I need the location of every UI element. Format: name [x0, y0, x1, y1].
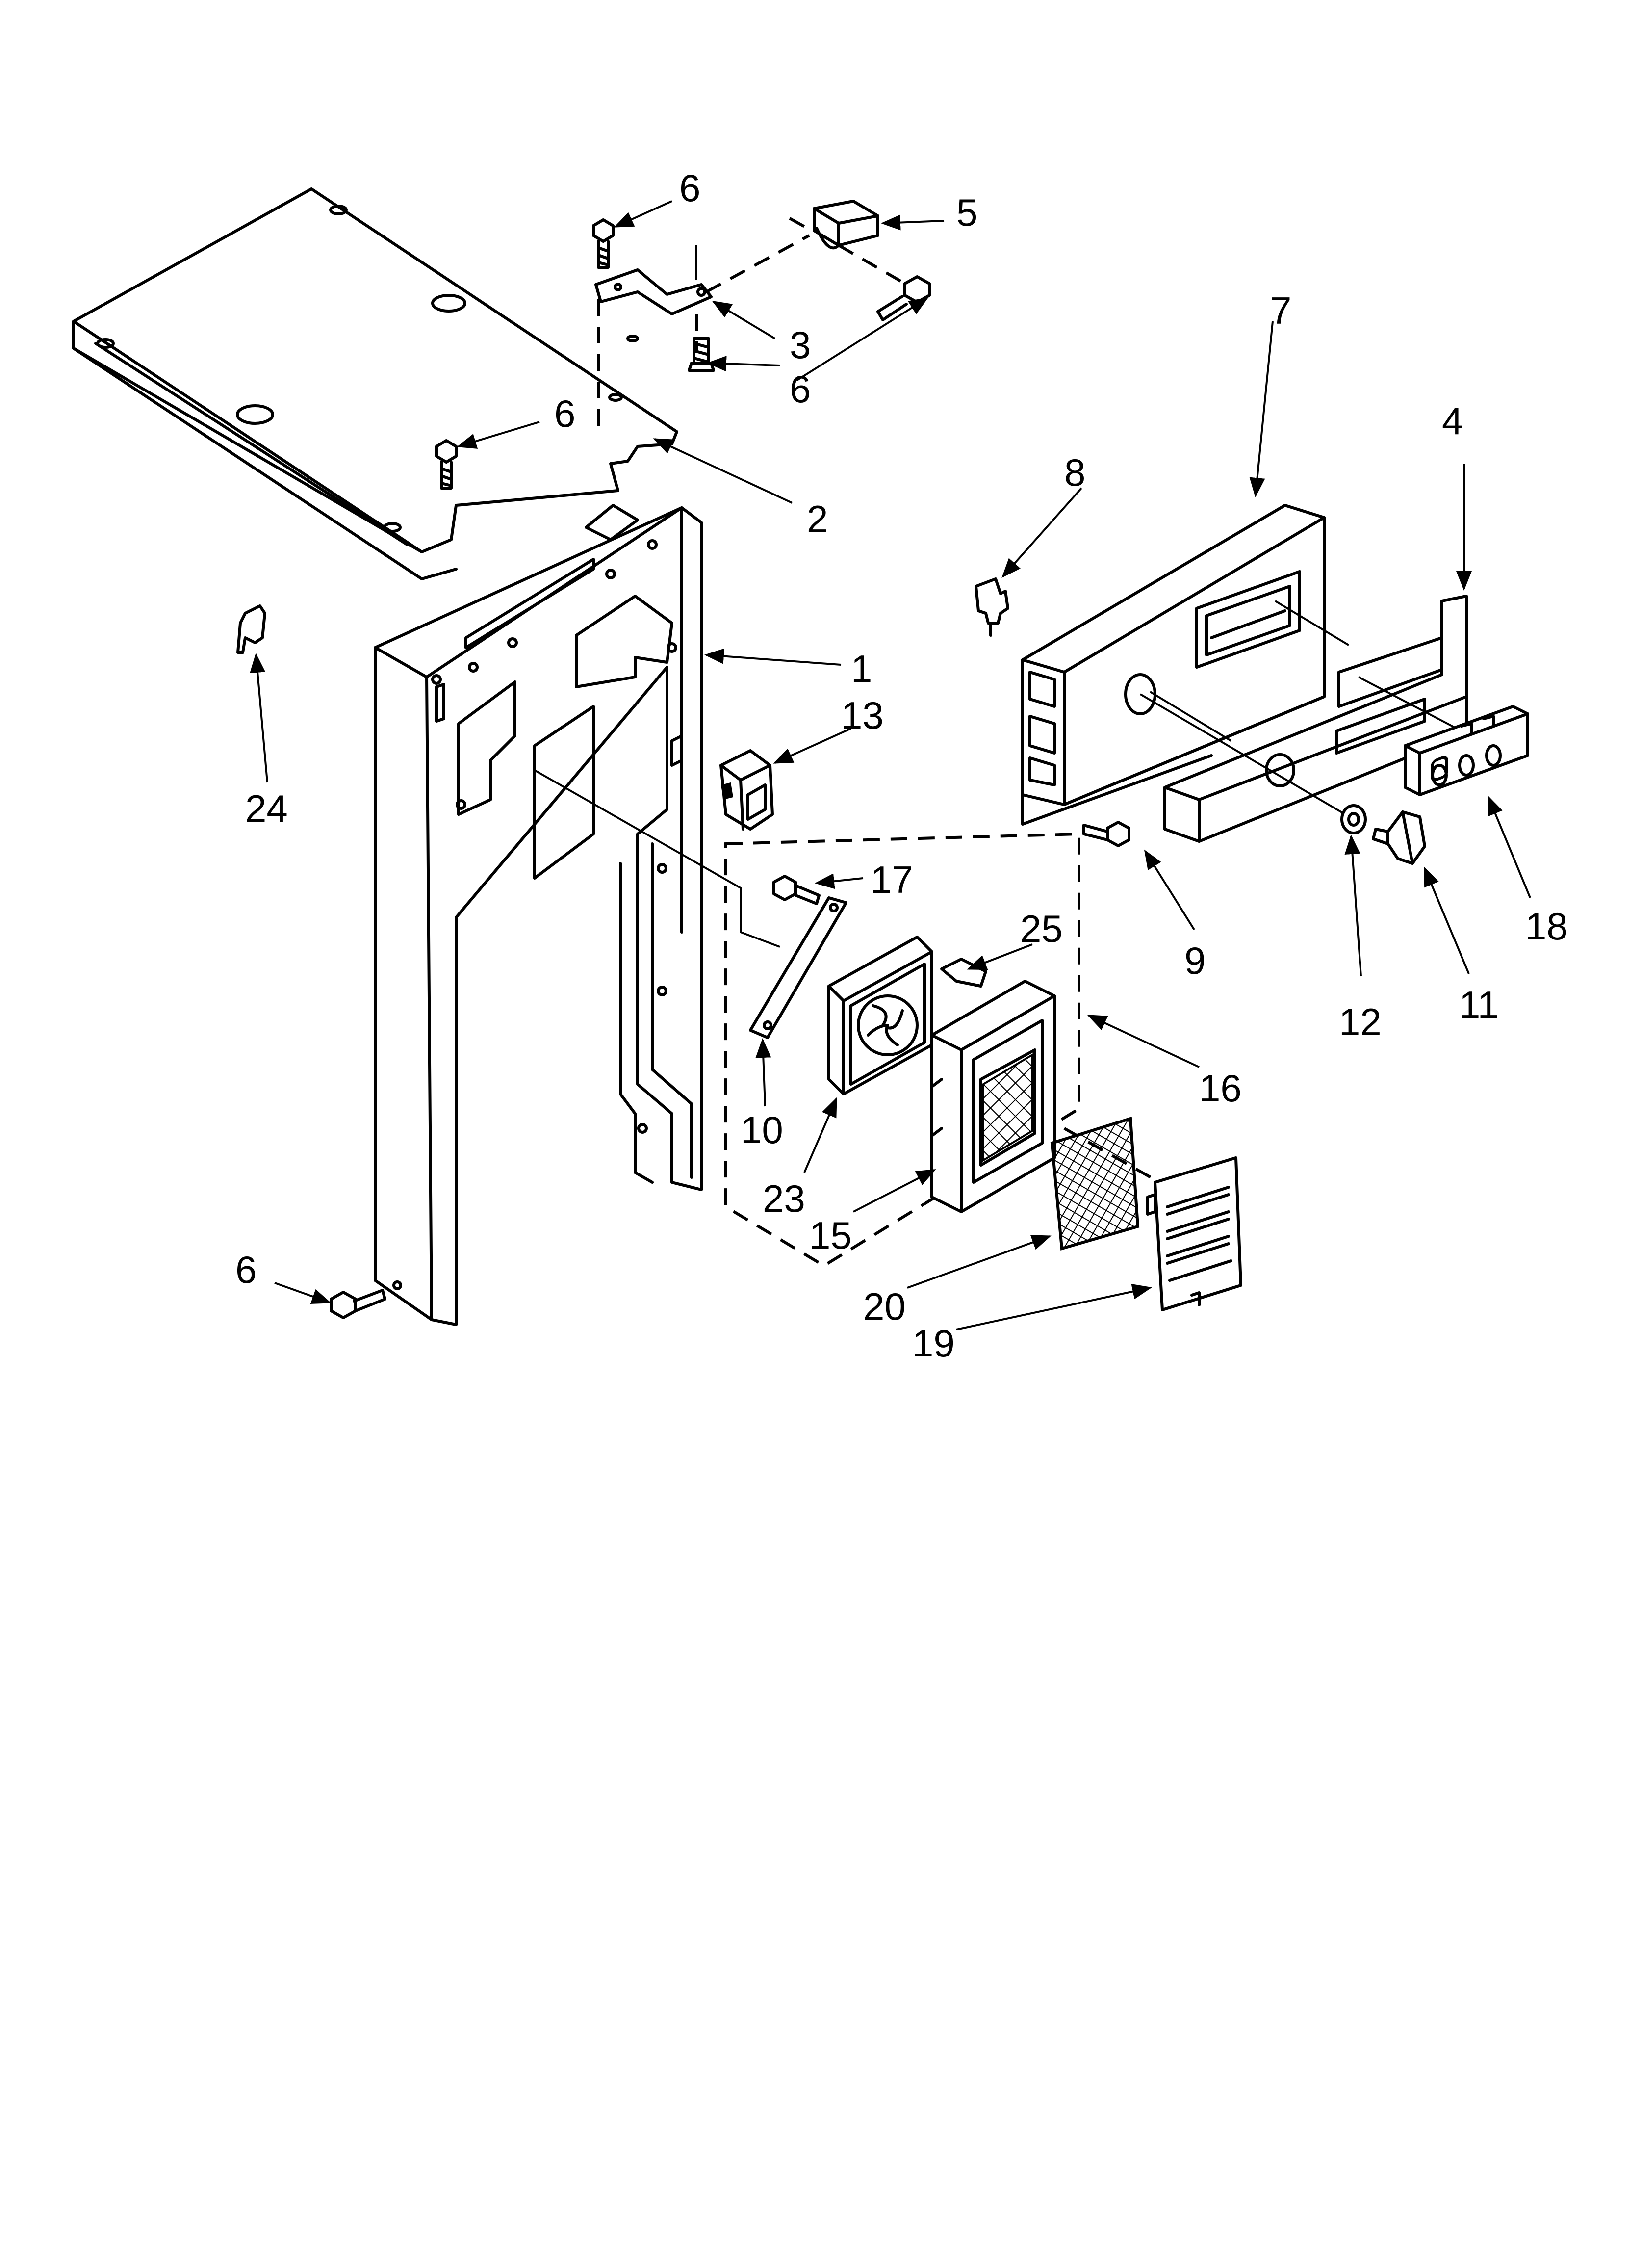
callout-6: 6 [554, 392, 575, 435]
leader-lines [250, 200, 1531, 1330]
control-panel [1021, 504, 1326, 826]
callout-19: 19 [912, 1322, 955, 1365]
thermostat [975, 577, 1009, 637]
filter [1050, 1117, 1140, 1251]
callout-6: 6 [790, 367, 811, 411]
callout-labels: 6 5 3 6 6 2 1 13 24 7 4 8 17 25 9 18 11 … [235, 166, 1568, 1365]
overlay-panel [1139, 595, 1468, 843]
callout-20: 20 [863, 1285, 906, 1328]
callout-9: 10 [741, 1108, 783, 1151]
callout-18: 18 [1525, 905, 1568, 948]
callout-15: 15 [809, 1214, 852, 1257]
callout-23: 23 [763, 1177, 805, 1220]
side-frame [374, 504, 780, 1326]
fan-clip [940, 958, 987, 988]
callout-11: 11 [1459, 983, 1499, 1026]
callout-1: 1 [851, 647, 872, 690]
fan [827, 936, 933, 1095]
callout-2: 2 [807, 497, 828, 541]
callout-10: 8 [1064, 451, 1085, 494]
knob-washer [1340, 804, 1367, 834]
keypad [1404, 705, 1529, 796]
screws [330, 218, 1130, 1319]
callout-24: 24 [245, 787, 288, 830]
callout-13: 13 [841, 694, 884, 737]
mounting-bar [749, 896, 847, 1039]
callout-6: 6 [235, 1248, 257, 1291]
callout-16: 16 [1199, 1067, 1242, 1110]
bracket [594, 245, 713, 315]
callout-6: 6 [679, 166, 700, 209]
rocker-switch [719, 749, 774, 831]
callout-5: 5 [956, 191, 977, 234]
fan-housing [930, 980, 1056, 1213]
callout-8: 9 [1184, 939, 1206, 982]
callout-4: 4 [1442, 399, 1463, 443]
connector [813, 200, 879, 250]
knob [1372, 810, 1426, 865]
grille [1146, 1156, 1242, 1311]
clip-part [236, 604, 266, 654]
callout-17: 17 [871, 858, 913, 901]
callout-25: 25 [1020, 907, 1063, 950]
top-panel [72, 187, 678, 580]
callout-7: 7 [1270, 289, 1291, 332]
callout-3: 3 [790, 323, 811, 366]
callout-12: 12 [1339, 1000, 1382, 1043]
